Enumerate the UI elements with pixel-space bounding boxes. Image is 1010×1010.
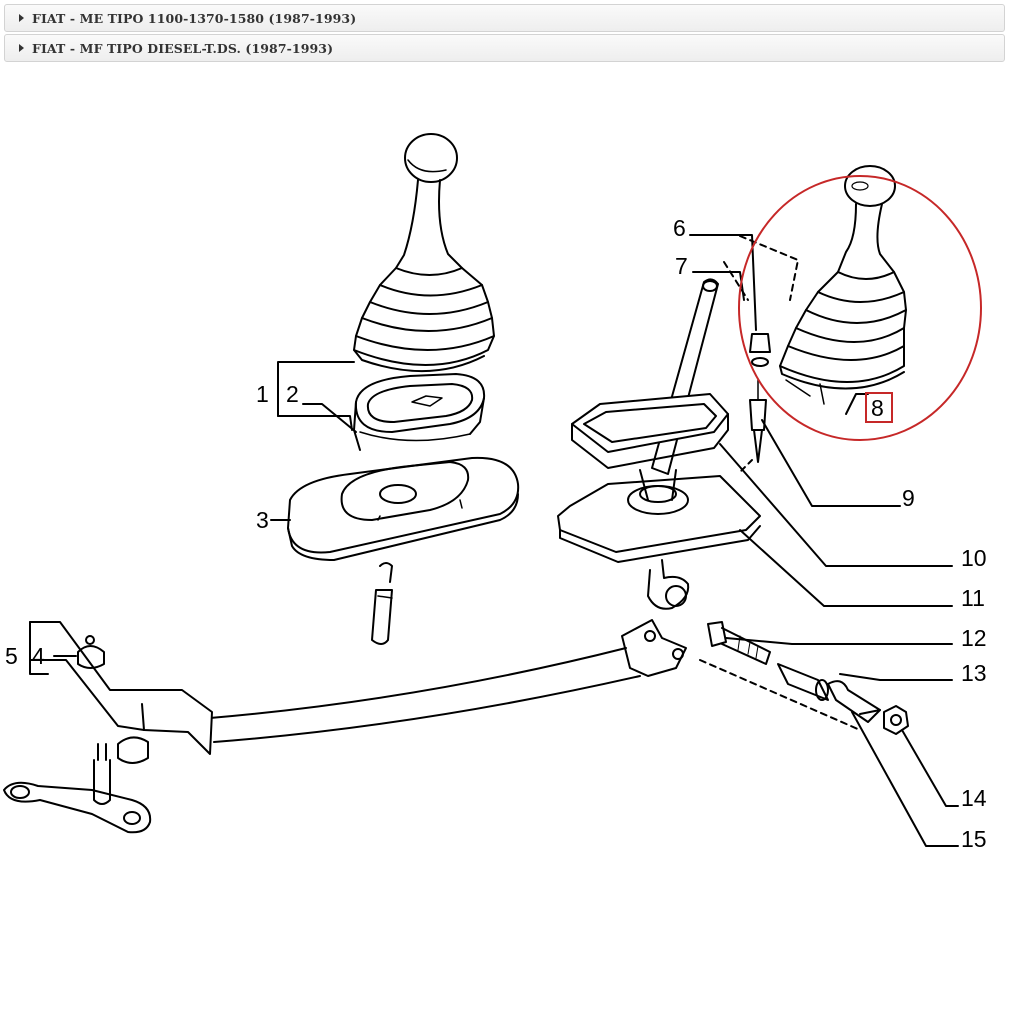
callout-5[interactable]: 5: [5, 643, 18, 669]
callout-1[interactable]: 1: [256, 381, 269, 407]
caret-right-icon: [19, 14, 24, 22]
gear-boot-assembly-drawing: [353, 133, 495, 372]
accordion-me-tipo[interactable]: FIAT - ME TIPO 1100-1370-1580 (1987-1993…: [4, 4, 1005, 32]
accordion-label: FIAT - MF TIPO DIESEL-T.DS. (1987-1993): [32, 40, 334, 56]
callout-7[interactable]: 7: [675, 253, 688, 279]
callout-15[interactable]: 15: [961, 826, 987, 852]
callout-14[interactable]: 14: [961, 785, 987, 811]
callout-leaders-left: [270, 361, 357, 521]
callout-9[interactable]: 9: [902, 485, 915, 511]
boot-gasket-drawing: [353, 373, 486, 451]
callout-10[interactable]: 10: [961, 545, 987, 571]
accordion-label: FIAT - ME TIPO 1100-1370-1580 (1987-1993…: [32, 10, 357, 26]
highlighted-boot-drawing: [779, 165, 907, 415]
selected-callout-box[interactable]: [865, 392, 893, 423]
callout-2[interactable]: 2: [286, 381, 299, 407]
caret-right-icon: [19, 44, 24, 52]
selector-rod-drawing: [371, 562, 393, 645]
accordion-mf-tipo-diesel[interactable]: FIAT - MF TIPO DIESEL-T.DS. (1987-1993): [4, 34, 1005, 62]
callout-8[interactable]: 8: [871, 395, 884, 421]
highlight-circle: [738, 175, 982, 441]
callout-3[interactable]: 3: [256, 507, 269, 533]
callout-13[interactable]: 13: [961, 660, 987, 686]
hardware-drawing: [699, 621, 959, 847]
callout-12[interactable]: 12: [961, 625, 987, 651]
gear-linkage-drawing: [3, 619, 687, 834]
shifter-assembly-drawing: [557, 234, 953, 610]
callout-4[interactable]: 4: [32, 643, 45, 669]
callout-11[interactable]: 11: [961, 585, 985, 611]
callout-6[interactable]: 6: [673, 215, 686, 241]
cover-plate-drawing: [287, 456, 520, 561]
callout-labels: 1 2 3 4 5 6 7 8 9 10 11 12 13 14 15: [5, 215, 987, 852]
